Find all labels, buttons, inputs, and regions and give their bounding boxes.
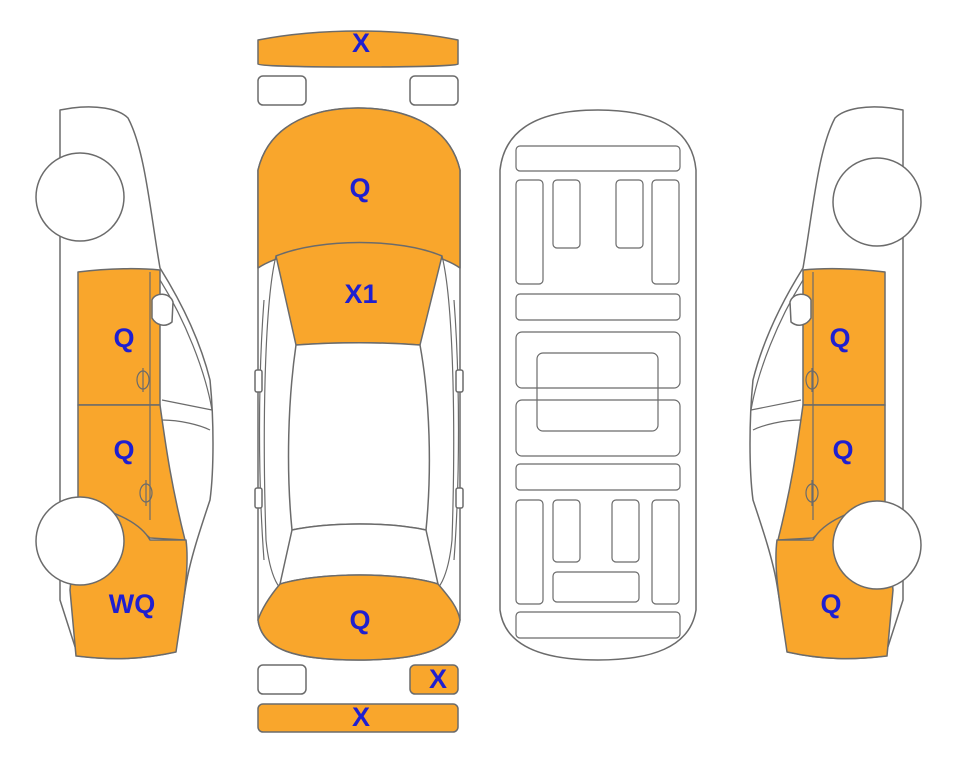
right-front-door-panel[interactable] (802, 267, 886, 406)
rear-right-corner-panel[interactable] (409, 664, 459, 695)
top-right-mirror (455, 369, 464, 393)
front-bumper-panel[interactable] (257, 30, 459, 68)
windshield-label: X1 (344, 279, 377, 309)
underside-view (499, 109, 697, 661)
underside-front-left-rail (515, 179, 544, 285)
top-right-side-line (453, 299, 460, 561)
top-right-rear-handle (455, 487, 464, 509)
top-left-pillar (263, 255, 291, 601)
rear-right-corner-label: X (429, 664, 447, 694)
right-front-door-label: Q (829, 323, 850, 353)
roof-panel (287, 342, 431, 531)
left-front-door-panel[interactable] (77, 267, 161, 406)
left-rear-wheel (35, 496, 125, 586)
left-rear-door-handle (139, 480, 153, 506)
right-rear-wheel (832, 500, 922, 590)
underside-rear-tank (552, 571, 640, 603)
underside-rear-right-inner (611, 499, 640, 563)
left-side-view: Q Q WQ (35, 106, 214, 660)
left-rear-door-label: Q (113, 435, 134, 465)
underside-mid-front-crossmember (515, 293, 681, 321)
right-mirror (789, 293, 812, 326)
underside-front-left-inner (552, 179, 581, 249)
left-mirror (151, 293, 174, 326)
right-side-window-line-2 (752, 419, 802, 431)
right-side-view: Q Q Q (749, 106, 922, 660)
underside-rear-left-inner (552, 499, 581, 563)
rear-left-light (257, 664, 307, 695)
underside-rear-crossmember (515, 611, 681, 639)
top-left-rear-handle (254, 487, 263, 509)
right-front-door-handle (805, 368, 819, 392)
right-front-wheel (832, 157, 922, 247)
underside-center-left-frame (515, 331, 681, 389)
underside-front-right-rail (651, 179, 680, 285)
top-right-pillar (427, 255, 455, 601)
hood-label: Q (349, 173, 370, 203)
right-rear-quarter-label: Q (820, 589, 841, 619)
front-bumper-label: X (352, 28, 370, 58)
left-front-door-handle (136, 368, 150, 392)
top-view: X Q X1 Q X X (254, 28, 464, 733)
trunk-panel[interactable] (257, 574, 461, 661)
left-side-window-line-2 (161, 419, 211, 431)
front-right-light (409, 75, 459, 106)
right-rear-door-label: Q (832, 435, 853, 465)
underside-center-pan (536, 352, 659, 432)
underside-rear-left-rail (515, 499, 544, 605)
underside-center-right-frame (515, 399, 681, 457)
underside-rear-right-rail (651, 499, 680, 605)
underside-body-outline (499, 109, 697, 661)
rear-bumper-panel[interactable] (257, 703, 459, 733)
underside-mid-rear-crossmember (515, 463, 681, 491)
trunk-label: Q (349, 605, 370, 635)
underside-front-crossmember (515, 145, 681, 172)
left-rear-quarter-label: WQ (109, 589, 156, 619)
top-left-mirror (254, 369, 263, 393)
rear-bumper-label: X (352, 702, 370, 732)
underside-front-right-inner (615, 179, 644, 249)
top-left-side-line (258, 299, 265, 561)
right-rear-door-handle (805, 480, 819, 506)
front-left-light (257, 75, 307, 106)
left-front-wheel (35, 152, 125, 242)
left-front-door-label: Q (113, 323, 134, 353)
